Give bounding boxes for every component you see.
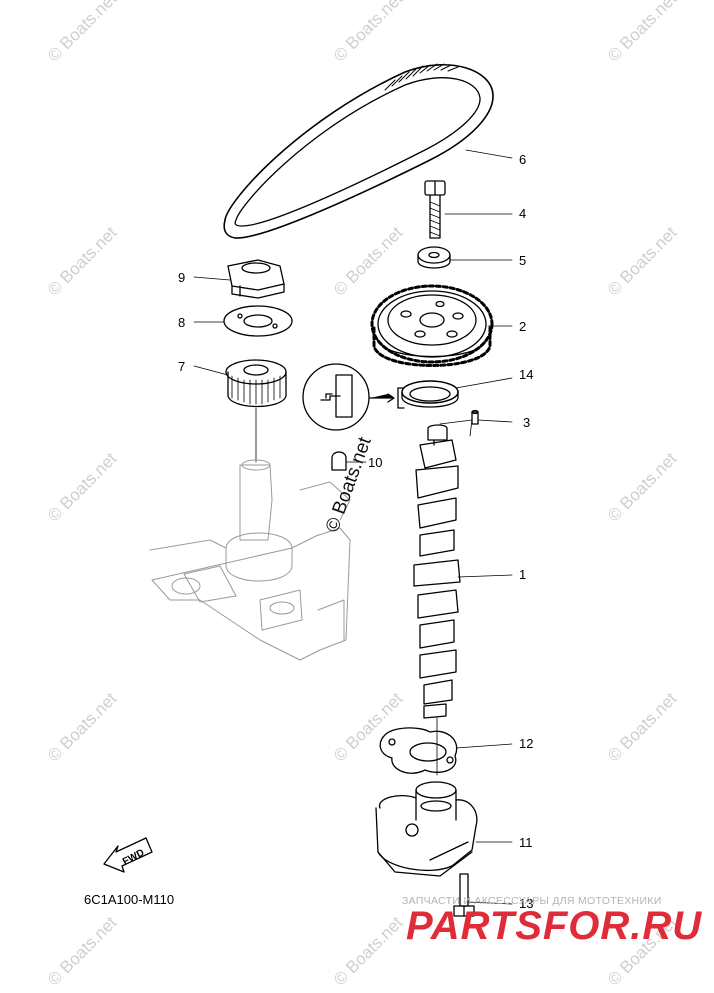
callout-9: 9 bbox=[178, 270, 186, 285]
woodruff-key bbox=[331, 451, 347, 471]
washer bbox=[417, 246, 451, 269]
callout-10: 10 bbox=[368, 455, 383, 470]
dowel-pin bbox=[471, 409, 479, 425]
nut bbox=[227, 259, 285, 299]
camshaft bbox=[413, 424, 461, 776]
callout-8: 8 bbox=[178, 315, 186, 330]
plate-washer bbox=[223, 305, 293, 337]
callout-1: 1 bbox=[519, 567, 527, 582]
callout-2: 2 bbox=[519, 319, 527, 334]
callout-7: 7 bbox=[178, 359, 186, 374]
crankcase-outline bbox=[149, 459, 351, 661]
timing-belt bbox=[223, 63, 494, 239]
callout-3: 3 bbox=[523, 415, 531, 430]
oil-pump bbox=[375, 781, 478, 877]
drive-pulley bbox=[225, 359, 287, 463]
callout-12: 12 bbox=[519, 736, 534, 751]
callout-6: 6 bbox=[519, 152, 527, 167]
callout-13: 13 bbox=[519, 896, 534, 911]
oil-seal bbox=[401, 380, 459, 408]
fwd-arrow-icon bbox=[103, 837, 153, 873]
callout-11: 11 bbox=[519, 835, 533, 850]
callout-14: 14 bbox=[519, 367, 534, 382]
bolt-small bbox=[453, 873, 475, 917]
gasket bbox=[379, 727, 458, 774]
detail-inset bbox=[302, 363, 405, 431]
bolt bbox=[424, 180, 446, 239]
camshaft-pulley bbox=[370, 284, 494, 367]
callout-5: 5 bbox=[519, 253, 527, 268]
shop-subtitle: ЗАПЧАСТИ И АКСЕССУАРЫ ДЛЯ МОТОТЕХНИКИ bbox=[402, 895, 662, 907]
callout-4: 4 bbox=[519, 206, 527, 221]
diagram-code: 6C1A100-M110 bbox=[84, 892, 175, 907]
leader-lines bbox=[193, 149, 513, 905]
shop-brand-logo: PARTSFOR.RU bbox=[406, 904, 703, 948]
